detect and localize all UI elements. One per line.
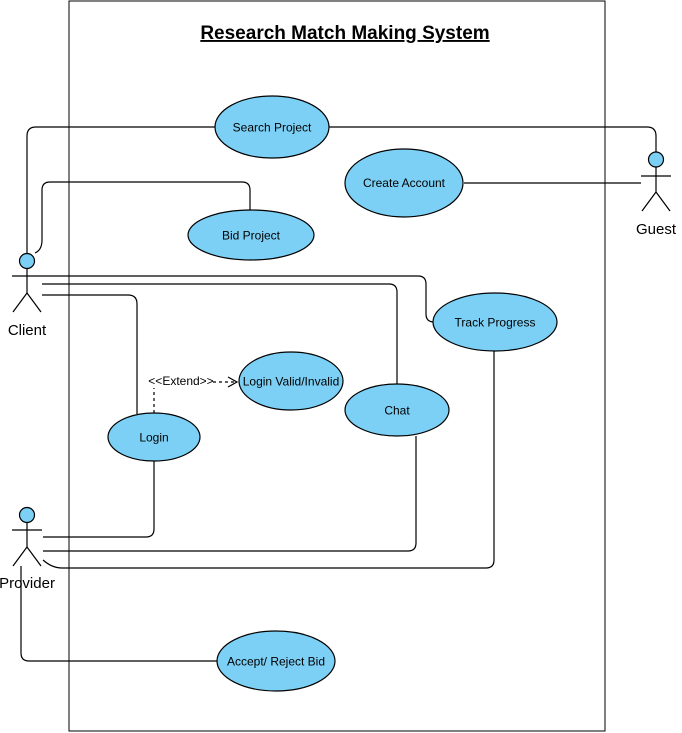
use-case-login-valid-invalid[interactable]: Login Valid/Invalid [238, 351, 344, 411]
association-client-track-progress [42, 275, 435, 323]
use-case-chat[interactable]: Chat [344, 383, 450, 437]
association-client-bid-project [34, 181, 251, 254]
use-case-ellipse [216, 630, 336, 692]
use-case-ellipse [238, 351, 344, 411]
extend-label: <<Extend>> [148, 374, 213, 388]
actor-provider[interactable]: Provider [0, 506, 55, 593]
use-case-label: Login Valid/Invalid [243, 375, 340, 389]
use-case-login[interactable]: Login [107, 412, 201, 462]
stick-figure-icon [641, 151, 671, 212]
association-provider-track-progress [42, 351, 495, 569]
extend-arrowhead [227, 376, 239, 388]
use-case-label: Bid Project [222, 229, 281, 243]
association-provider-login [43, 461, 155, 538]
extend-label-bg [150, 374, 210, 388]
actor-label: Provider [0, 575, 55, 592]
association-guest-search-project [328, 126, 657, 152]
use-case-label: Track Progress [455, 316, 536, 330]
actor-label: Guest [636, 221, 677, 238]
use-case-search-project[interactable]: Search Project [214, 95, 330, 159]
use-case-ellipse [432, 292, 558, 352]
stick-figure-icon [12, 506, 42, 567]
diagram-title: Research Match Making System [200, 23, 489, 44]
use-case-ellipse [214, 95, 330, 159]
use-case-label: Login [139, 431, 168, 445]
use-case-label: Chat [384, 404, 410, 418]
use-case-ellipse [344, 383, 450, 437]
use-case-ellipse [344, 148, 464, 218]
actor-guest[interactable]: Guest [636, 151, 677, 238]
stick-figure-icon [12, 252, 42, 313]
use-case-label: Accept/ Reject Bid [227, 655, 325, 669]
association-provider-accept-reject-bid [20, 566, 217, 662]
association-client-chat [42, 283, 398, 386]
actor-label: Client [8, 322, 47, 339]
associations [20, 126, 657, 662]
system-boundary [68, 0, 606, 732]
association-provider-chat [43, 436, 417, 552]
actor-client[interactable]: Client [8, 252, 47, 340]
use-case-ellipse [187, 209, 315, 261]
association-client-login [42, 294, 138, 414]
use-case-ellipse [107, 412, 201, 462]
use-case-bid-project[interactable]: Bid Project [187, 209, 315, 261]
use-case-track-progress[interactable]: Track Progress [432, 292, 558, 352]
use-case-create-account[interactable]: Create Account [344, 148, 464, 218]
use-case-accept-reject-bid[interactable]: Accept/ Reject Bid [216, 630, 336, 692]
use-case-label: Create Account [363, 176, 446, 190]
association-client-search-project [26, 126, 216, 253]
use-case-label: Search Project [233, 121, 312, 135]
